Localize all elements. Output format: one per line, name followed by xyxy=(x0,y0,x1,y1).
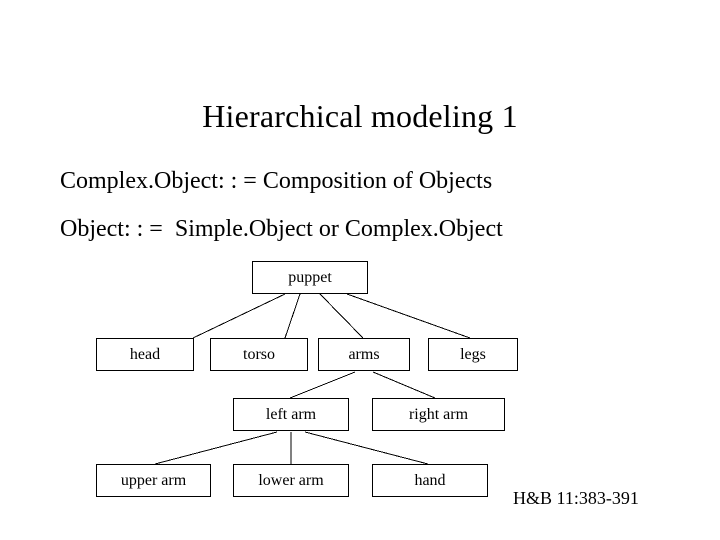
tree-node-label: torso xyxy=(243,346,275,363)
tree-node-label: left arm xyxy=(265,406,317,423)
tree-edge-puppet-to-arms xyxy=(319,293,364,339)
tree-node-lower-arm[interactable]: lower arm xyxy=(233,464,349,497)
tree-node-label: hand xyxy=(414,472,446,489)
page-title: Hierarchical modeling 1 xyxy=(202,98,518,135)
tree-node-torso[interactable]: torso xyxy=(210,338,308,371)
grammar-rule-object: Object: : = Simple.Object or Complex.Obj… xyxy=(60,216,503,242)
tree-node-label: puppet xyxy=(288,269,332,286)
tree-edge-puppet-to-legs xyxy=(346,293,471,339)
tree-node-label: upper arm xyxy=(120,472,187,489)
tree-node-arms[interactable]: arms xyxy=(318,338,410,371)
footer-citation: H&B 11:383-391 xyxy=(513,488,639,508)
tree-node-right-arm[interactable]: right arm xyxy=(372,398,505,431)
tree-node-label: head xyxy=(129,346,161,363)
tree-edge-puppet-to-head xyxy=(192,293,286,339)
tree-node-label: arms xyxy=(348,346,380,363)
tree-node-upper-arm[interactable]: upper arm xyxy=(96,464,211,497)
tree-edge-puppet-to-torso xyxy=(284,293,301,339)
tree-node-hand[interactable]: hand xyxy=(372,464,488,497)
grammar-rule-complex-object: Complex.Object: : = Composition of Objec… xyxy=(60,168,493,194)
tree-node-left-arm[interactable]: left arm xyxy=(233,398,349,431)
tree-edge-left-arm-to-hand xyxy=(304,431,429,465)
tree-node-puppet[interactable]: puppet xyxy=(252,261,368,294)
tree-node-label: legs xyxy=(460,346,486,363)
tree-node-legs[interactable]: legs xyxy=(428,338,518,371)
tree-edge-left-arm-to-upper-arm xyxy=(154,431,278,465)
tree-edge-arms-to-right-arm xyxy=(372,371,436,399)
tree-edge-arms-to-left-arm xyxy=(289,371,356,399)
tree-node-label: right arm xyxy=(408,406,469,423)
tree-node-head[interactable]: head xyxy=(96,338,194,371)
tree-node-label: lower arm xyxy=(258,472,324,489)
